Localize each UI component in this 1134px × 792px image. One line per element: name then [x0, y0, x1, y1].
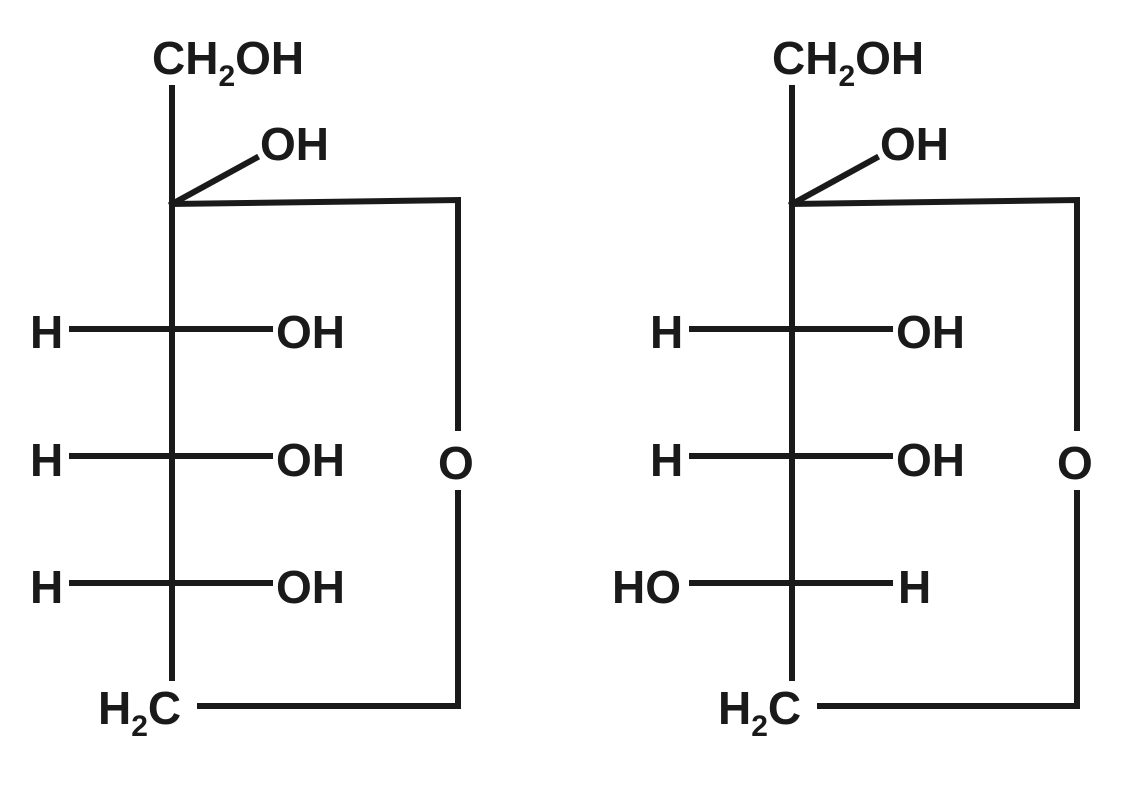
ring-bond-bottom [817, 490, 1080, 709]
row-1-left-label: H [650, 306, 683, 358]
ring-oxygen-label: O [438, 437, 474, 489]
row-2-left-label: H [650, 434, 683, 486]
row-1-right-label: OH [276, 306, 345, 358]
row-2-left-label: H [30, 434, 63, 486]
ring-oxygen-label: O [1057, 437, 1093, 489]
row-1-left-label: H [30, 306, 63, 358]
row-2-right-label: OH [276, 434, 345, 486]
structure-left: CH2OH OH H OH H OH H OH O H2C [30, 32, 474, 743]
row-3-left-label: H [30, 561, 63, 613]
top-group-label: CH2OH [772, 32, 924, 93]
anomeric-oh-bond [167, 153, 261, 209]
structure-right: CH2OH OH H OH H OH HO H O H2C [612, 32, 1093, 743]
anomeric-oh-label: OH [260, 118, 329, 170]
row-2-right-label: OH [896, 434, 965, 486]
bottom-group-label: H2C [98, 682, 181, 743]
ring-bond-top [168, 196, 461, 431]
anomeric-oh-bond [787, 153, 881, 209]
ring-bond-bottom [197, 490, 461, 709]
row-3-right-label: H [898, 561, 931, 613]
row-3-right-label: OH [276, 561, 345, 613]
ring-bond-top [788, 196, 1080, 431]
row-3-left-label: HO [612, 561, 681, 613]
top-group-label: CH2OH [152, 32, 304, 93]
anomeric-oh-label: OH [880, 118, 949, 170]
row-1-right-label: OH [896, 306, 965, 358]
bottom-group-label: H2C [718, 682, 801, 743]
